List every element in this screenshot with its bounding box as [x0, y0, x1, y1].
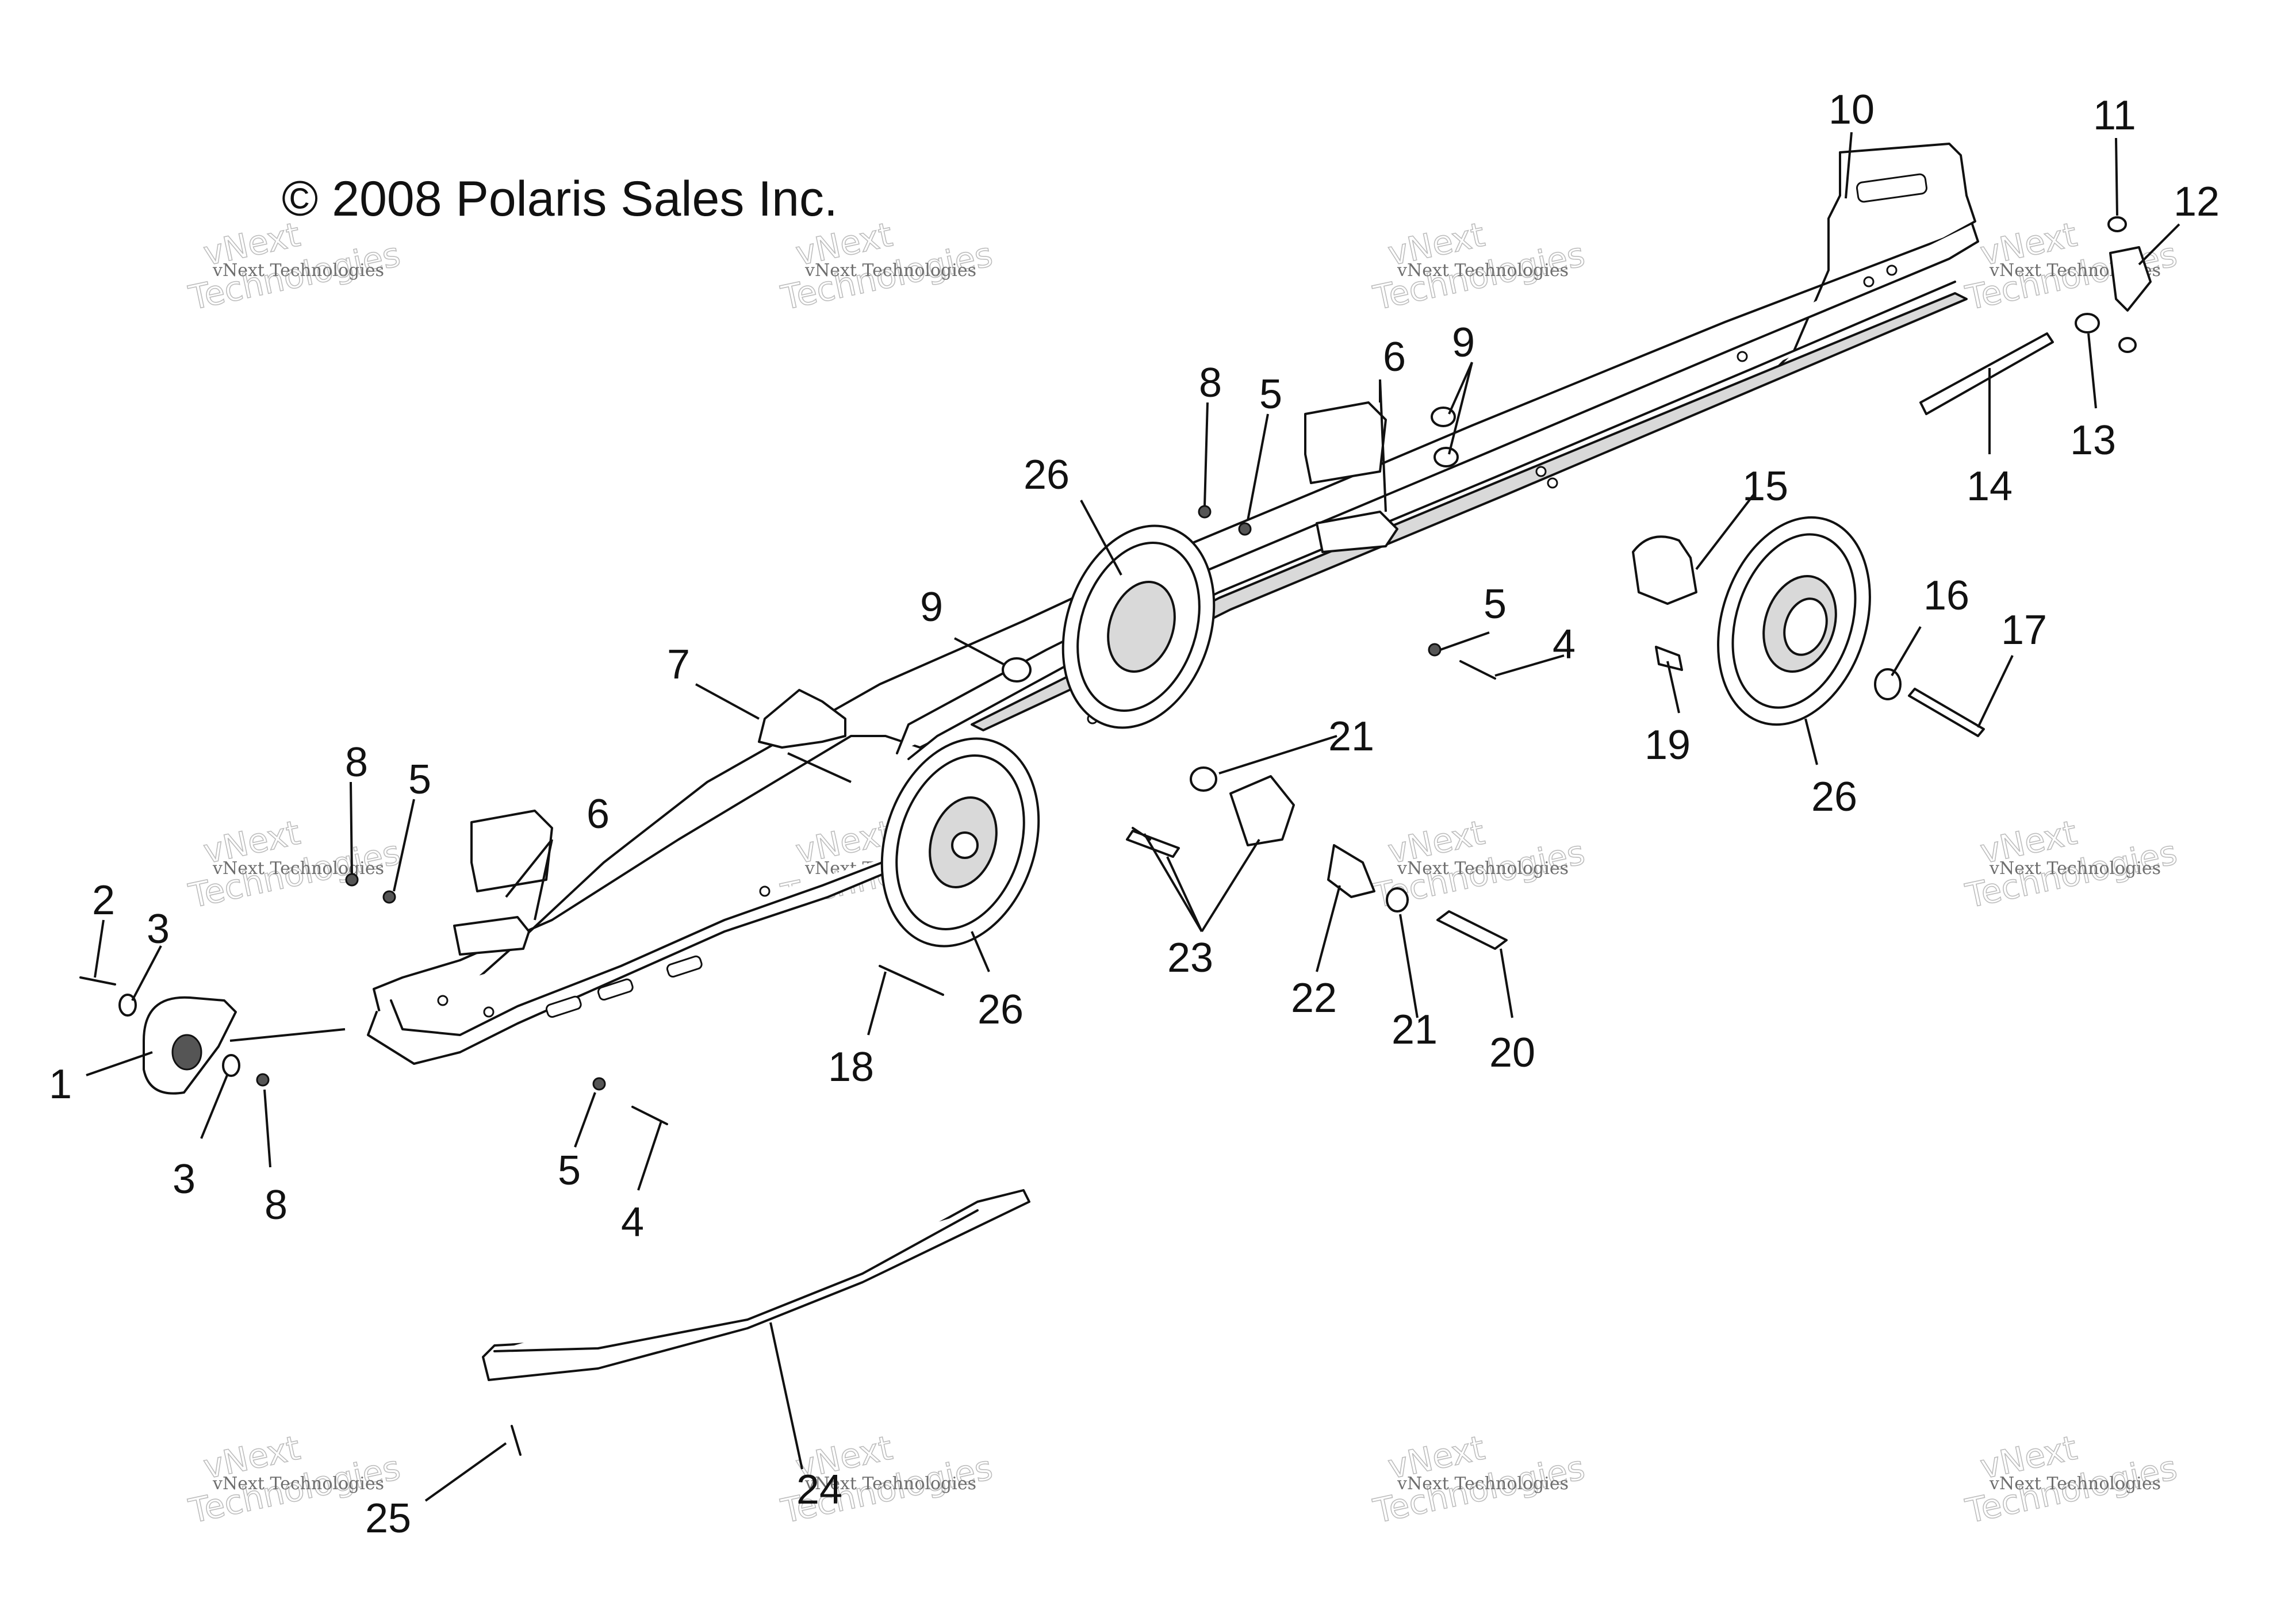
bolt	[1436, 910, 1508, 950]
bolt	[1908, 688, 1985, 737]
callout-5: 5	[558, 1148, 581, 1194]
rail-slot	[1856, 173, 1927, 203]
nut	[2075, 313, 2100, 333]
callout-3: 3	[147, 906, 170, 952]
callout-9: 9	[920, 584, 943, 630]
callout-4: 4	[1553, 622, 1576, 668]
callout-20: 20	[1489, 1030, 1535, 1076]
rail-slot	[597, 978, 634, 1001]
watermark-text: vNext Technologies	[804, 260, 976, 281]
bolt	[1459, 660, 1496, 680]
watermark-text: vNext Technologies	[212, 260, 384, 281]
watermark: vNext Technologies	[185, 812, 404, 916]
callout-3: 3	[173, 1156, 196, 1202]
wear-block-left	[453, 810, 553, 956]
callout-8: 8	[1199, 360, 1222, 406]
callout-19: 19	[1645, 722, 1691, 768]
rail-slot	[545, 995, 582, 1018]
watermark-text: vNext Technologies	[1397, 858, 1569, 879]
callout-23: 23	[1167, 935, 1213, 981]
callout-26: 26	[978, 987, 1024, 1033]
nut	[345, 873, 359, 887]
callout-12: 12	[2174, 179, 2220, 225]
callout-7: 7	[667, 642, 690, 688]
callout-9: 9	[1452, 320, 1475, 366]
watermark-text: vNext Technologies	[1397, 260, 1569, 281]
callout-4: 4	[621, 1199, 644, 1245]
callout-21: 21	[1392, 1007, 1438, 1053]
bolt	[1655, 646, 1683, 671]
washer	[1874, 668, 1902, 700]
callout-1: 1	[49, 1061, 72, 1107]
screw	[79, 976, 116, 986]
callout-15: 15	[1742, 463, 1788, 509]
watermark: vNext Technologies	[1370, 214, 1589, 318]
callout-24: 24	[796, 1467, 842, 1513]
nut	[256, 1073, 270, 1087]
idler-wheel-middle	[1061, 524, 1216, 729]
nut	[1002, 657, 1032, 683]
washer	[1190, 766, 1217, 792]
callout-18: 18	[828, 1044, 874, 1090]
watermark: vNext Technologies	[1962, 1428, 2181, 1531]
callout-16: 16	[1923, 573, 1969, 619]
callout-5: 5	[1259, 371, 1282, 417]
copyright-text: © 2008 Polaris Sales Inc.	[282, 171, 838, 227]
callout-labels: 1 2 3 3 8 8 5 6 7 5 4 18 26 9 26 8 5 6 9…	[49, 87, 2220, 1542]
callout-10: 10	[1829, 87, 1875, 133]
callout-14: 14	[1967, 463, 2013, 509]
idler-wheel-right	[1717, 516, 1871, 726]
pin	[1126, 830, 1180, 858]
mount-bracket	[758, 689, 846, 749]
callout-6: 6	[587, 791, 610, 837]
watermark-text: vNext Technologies	[212, 1474, 384, 1494]
spacer	[1327, 844, 1375, 898]
callout-21: 21	[1328, 714, 1374, 760]
callout-2: 2	[92, 877, 115, 923]
idler-wheel-left	[880, 737, 1040, 948]
watermark-text: vNext Technologies	[1397, 1474, 1569, 1494]
watermark-text: vNext Technologies	[804, 1474, 976, 1494]
callout-26: 26	[1024, 452, 1070, 498]
callout-8: 8	[265, 1182, 288, 1228]
screw	[511, 1425, 522, 1456]
rail-end-cap	[143, 996, 237, 1095]
nut	[2118, 337, 2137, 353]
watermark: vNext Technologies	[1370, 1428, 1589, 1531]
callout-5: 5	[1484, 581, 1507, 627]
watermark-text: vNext Technologies	[1989, 1474, 2161, 1494]
nut	[592, 1077, 606, 1091]
callout-6: 6	[1383, 334, 1406, 380]
nut	[1428, 643, 1442, 657]
rivet	[879, 965, 944, 996]
nut	[1198, 505, 1212, 519]
nut	[2107, 216, 2127, 232]
washer	[1386, 887, 1409, 913]
wear-block-right	[1304, 401, 1398, 553]
callout-8: 8	[345, 739, 368, 785]
callout-26: 26	[1811, 774, 1857, 820]
nut	[1238, 522, 1252, 536]
callout-25: 25	[365, 1496, 411, 1542]
rail-slot	[666, 955, 703, 978]
nut	[1433, 447, 1459, 467]
shock-mount	[1632, 535, 1697, 605]
callout-13: 13	[2070, 417, 2116, 463]
callout-11: 11	[2093, 93, 2136, 139]
watermark-text: vNext Technologies	[1989, 858, 2161, 879]
washer	[222, 1054, 240, 1077]
hub	[1229, 775, 1295, 846]
callout-17: 17	[2001, 607, 2047, 653]
leader-lines	[86, 132, 2180, 1502]
watermark: vNext Technologies	[1962, 812, 2181, 916]
callout-22: 22	[1291, 975, 1337, 1021]
callout-5: 5	[408, 757, 431, 803]
nut	[382, 890, 396, 904]
long-bolt	[1919, 332, 2054, 415]
watermark-text: vNext Technologies	[212, 858, 384, 879]
